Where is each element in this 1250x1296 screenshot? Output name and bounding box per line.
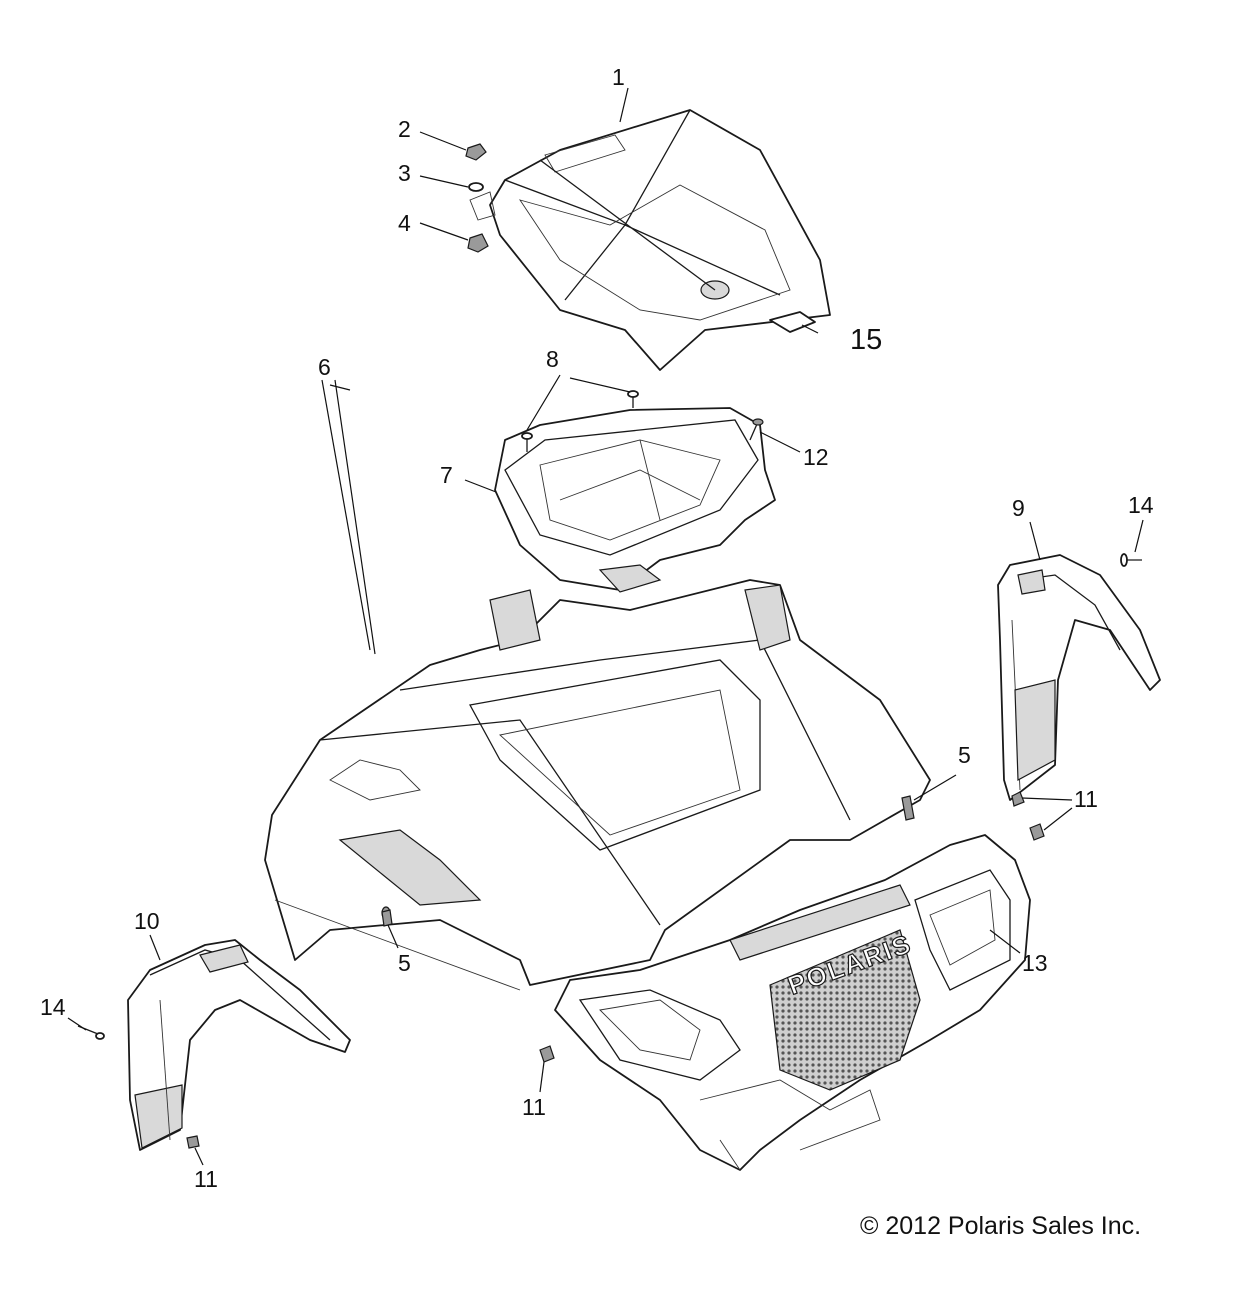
callout-11-centre: 11 bbox=[522, 1094, 546, 1120]
callout-6: 6 bbox=[318, 354, 331, 380]
callout-3: 3 bbox=[398, 160, 411, 186]
callout-15: 15 bbox=[850, 324, 883, 356]
callout-9: 9 bbox=[1012, 495, 1025, 521]
callout-8: 8 bbox=[546, 346, 559, 372]
leader-lines bbox=[67, 87, 1144, 1166]
callout-11-left: 11 bbox=[194, 1166, 218, 1192]
right-fender-part-9 bbox=[997, 554, 1161, 801]
screw-part-12 bbox=[749, 418, 764, 441]
fasteners-part-11-right bbox=[1011, 791, 1045, 841]
callout-13: 13 bbox=[1022, 950, 1048, 976]
screw-part-14-right bbox=[1120, 553, 1142, 567]
storage-lid-part-1 bbox=[469, 109, 831, 371]
storage-box-part-7 bbox=[494, 407, 776, 593]
lid-fastener-stack bbox=[465, 143, 489, 253]
callout-7: 7 bbox=[440, 462, 453, 488]
callout-14-right: 14 bbox=[1128, 492, 1154, 518]
left-fender-part-10 bbox=[127, 939, 351, 1151]
clip-part-5-right bbox=[901, 795, 915, 821]
fastener-part-11-left bbox=[186, 1135, 200, 1149]
callout-2: 2 bbox=[398, 116, 411, 142]
callout-5-left: 5 bbox=[398, 950, 411, 976]
fastener-part-11-centre bbox=[539, 1045, 555, 1063]
callout-14-left: 14 bbox=[40, 994, 66, 1020]
callout-4: 4 bbox=[398, 210, 411, 236]
clip-part-5-left bbox=[381, 909, 393, 927]
hood-part-6 bbox=[264, 579, 931, 991]
callout-12: 12 bbox=[803, 444, 829, 470]
callout-1: 1 bbox=[612, 64, 625, 90]
copyright-notice: © 2012 Polaris Sales Inc. bbox=[860, 1212, 1142, 1240]
callout-5-right: 5 bbox=[958, 742, 971, 768]
screws-part-8 bbox=[521, 390, 639, 452]
callout-10: 10 bbox=[134, 908, 160, 934]
front-bumper-part-13 bbox=[554, 834, 1031, 1171]
clip-part-15 bbox=[769, 311, 816, 333]
callout-11-right: 11 bbox=[1074, 786, 1098, 812]
